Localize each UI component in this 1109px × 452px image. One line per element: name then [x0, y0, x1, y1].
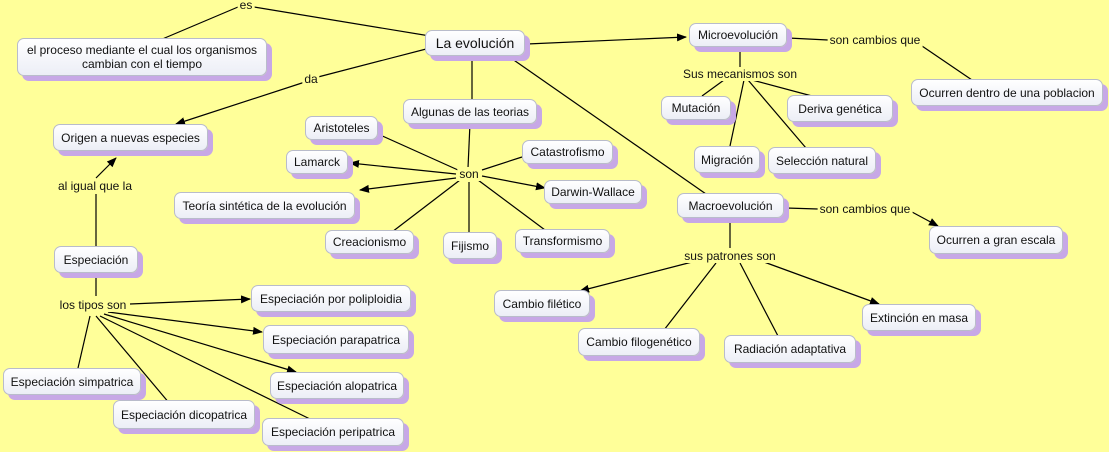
node-gran-escala[interactable]: Ocurren a gran escala	[929, 226, 1063, 254]
link-son-aristoteles	[377, 133, 459, 171]
link-son-lamarck	[349, 159, 457, 175]
node-ocurren-poblacion[interactable]: Ocurren dentro de una poblacion	[911, 79, 1103, 106]
link-evolucion-macro	[507, 55, 707, 195]
link-patrones-extincion	[763, 261, 880, 305]
node-dicopatrica[interactable]: Especiación dicopatrica	[113, 400, 255, 429]
node-transformismo[interactable]: Transformismo	[515, 229, 610, 253]
label-es: es	[237, 0, 255, 12]
link-evolucion-micro	[526, 33, 687, 45]
node-especiacion[interactable]: Especiación	[54, 246, 138, 273]
link-mecanismos-migracion	[729, 79, 745, 147]
node-macroevolucion[interactable]: Macroevolución	[677, 193, 784, 218]
node-catastrofismo[interactable]: Catastrofismo	[522, 140, 613, 164]
label-tipos: los tipos son	[57, 298, 129, 312]
label-mecanismos: Sus mecanismos son	[680, 67, 800, 81]
node-parapatrica[interactable]: Especiación parapatrica	[263, 325, 409, 354]
label-patrones: sus patrones son	[682, 249, 778, 263]
link-teorias-son	[467, 122, 471, 169]
link-son-darwin	[481, 175, 546, 191]
link-tipos-simpatrica	[77, 315, 91, 369]
node-simpatrica[interactable]: Especiación simpatrica	[3, 368, 141, 395]
link-mecanismos-seleccion	[747, 79, 807, 149]
link-son-sintetica	[359, 177, 457, 193]
node-teoria-sintetica[interactable]: Teoría sintética de la evolución	[174, 192, 355, 219]
node-creacionismo[interactable]: Creacionismo	[325, 230, 414, 254]
node-mutacion[interactable]: Mutación	[661, 96, 731, 120]
link-soncambios-granescala	[911, 211, 939, 227]
link-son-transformismo	[477, 179, 546, 231]
node-migracion[interactable]: Migración	[694, 146, 760, 173]
link-mecanismos-deriva	[751, 79, 813, 97]
link-patrones-filetico	[579, 260, 697, 293]
node-cambio-filetico[interactable]: Cambio filético	[494, 290, 590, 317]
node-seleccion-natural[interactable]: Selección natural	[768, 147, 876, 174]
link-son-creacionismo	[391, 179, 461, 233]
link-soncambios-poblacion	[921, 45, 973, 81]
node-microevolucion[interactable]: Microevolución	[689, 23, 787, 47]
link-tipos-peripatrica	[99, 315, 313, 421]
link-tipos-alopatrica	[103, 313, 297, 374]
node-alopatrica[interactable]: Especiación alopatrica	[270, 372, 404, 399]
node-proceso[interactable]: el proceso mediante el cual los organism…	[17, 38, 267, 76]
node-aristoteles[interactable]: Aristoteles	[305, 116, 378, 140]
node-darwin-wallace[interactable]: Darwin-Wallace	[544, 180, 642, 204]
label-da: da	[302, 72, 320, 86]
node-radiacion-adaptativa[interactable]: Radiación adaptativa	[724, 335, 856, 363]
link-tipos-poliploidia	[129, 295, 251, 305]
node-fijismo[interactable]: Fijismo	[443, 232, 497, 259]
link-tipos-dicopatrica	[95, 315, 171, 405]
node-teorias[interactable]: Algunas de las teorias	[403, 99, 537, 124]
node-deriva-genetica[interactable]: Deriva genética	[787, 95, 893, 122]
link-evolucion-es	[253, 6, 431, 37]
link-macro-soncambios	[785, 207, 819, 210]
node-cambio-filogenetico[interactable]: Cambio filogenético	[578, 328, 700, 356]
link-evolucion-da	[317, 47, 431, 78]
link-son-catastrofismo	[481, 156, 523, 171]
node-extincion-masa[interactable]: Extinción en masa	[862, 304, 976, 331]
link-tipos-parapatrica	[107, 311, 263, 335]
node-peripatrica[interactable]: Especiación peripatrica	[262, 418, 404, 446]
link-aligual-origen	[95, 157, 117, 179]
link-micro-soncambios	[787, 37, 829, 41]
node-poliploidia[interactable]: Especiación por poliploidia	[251, 285, 411, 312]
node-evolucion[interactable]: La evolución	[425, 30, 525, 56]
label-son: son	[457, 167, 481, 181]
label-al-igual: al igual que la	[55, 179, 135, 193]
node-origen-especies[interactable]: Origen a nuevas especies	[53, 124, 208, 151]
label-son-cambios-macro: son cambios que	[817, 202, 913, 216]
label-son-cambios-micro: son cambios que	[827, 33, 923, 47]
link-patrones-radiacion	[739, 262, 779, 337]
link-es-proceso	[159, 6, 239, 41]
link-patrones-filogenetico	[663, 262, 717, 331]
node-lamarck[interactable]: Lamarck	[286, 150, 348, 174]
link-mecanismos-mutacion	[701, 79, 725, 97]
link-da-origen	[175, 81, 306, 126]
